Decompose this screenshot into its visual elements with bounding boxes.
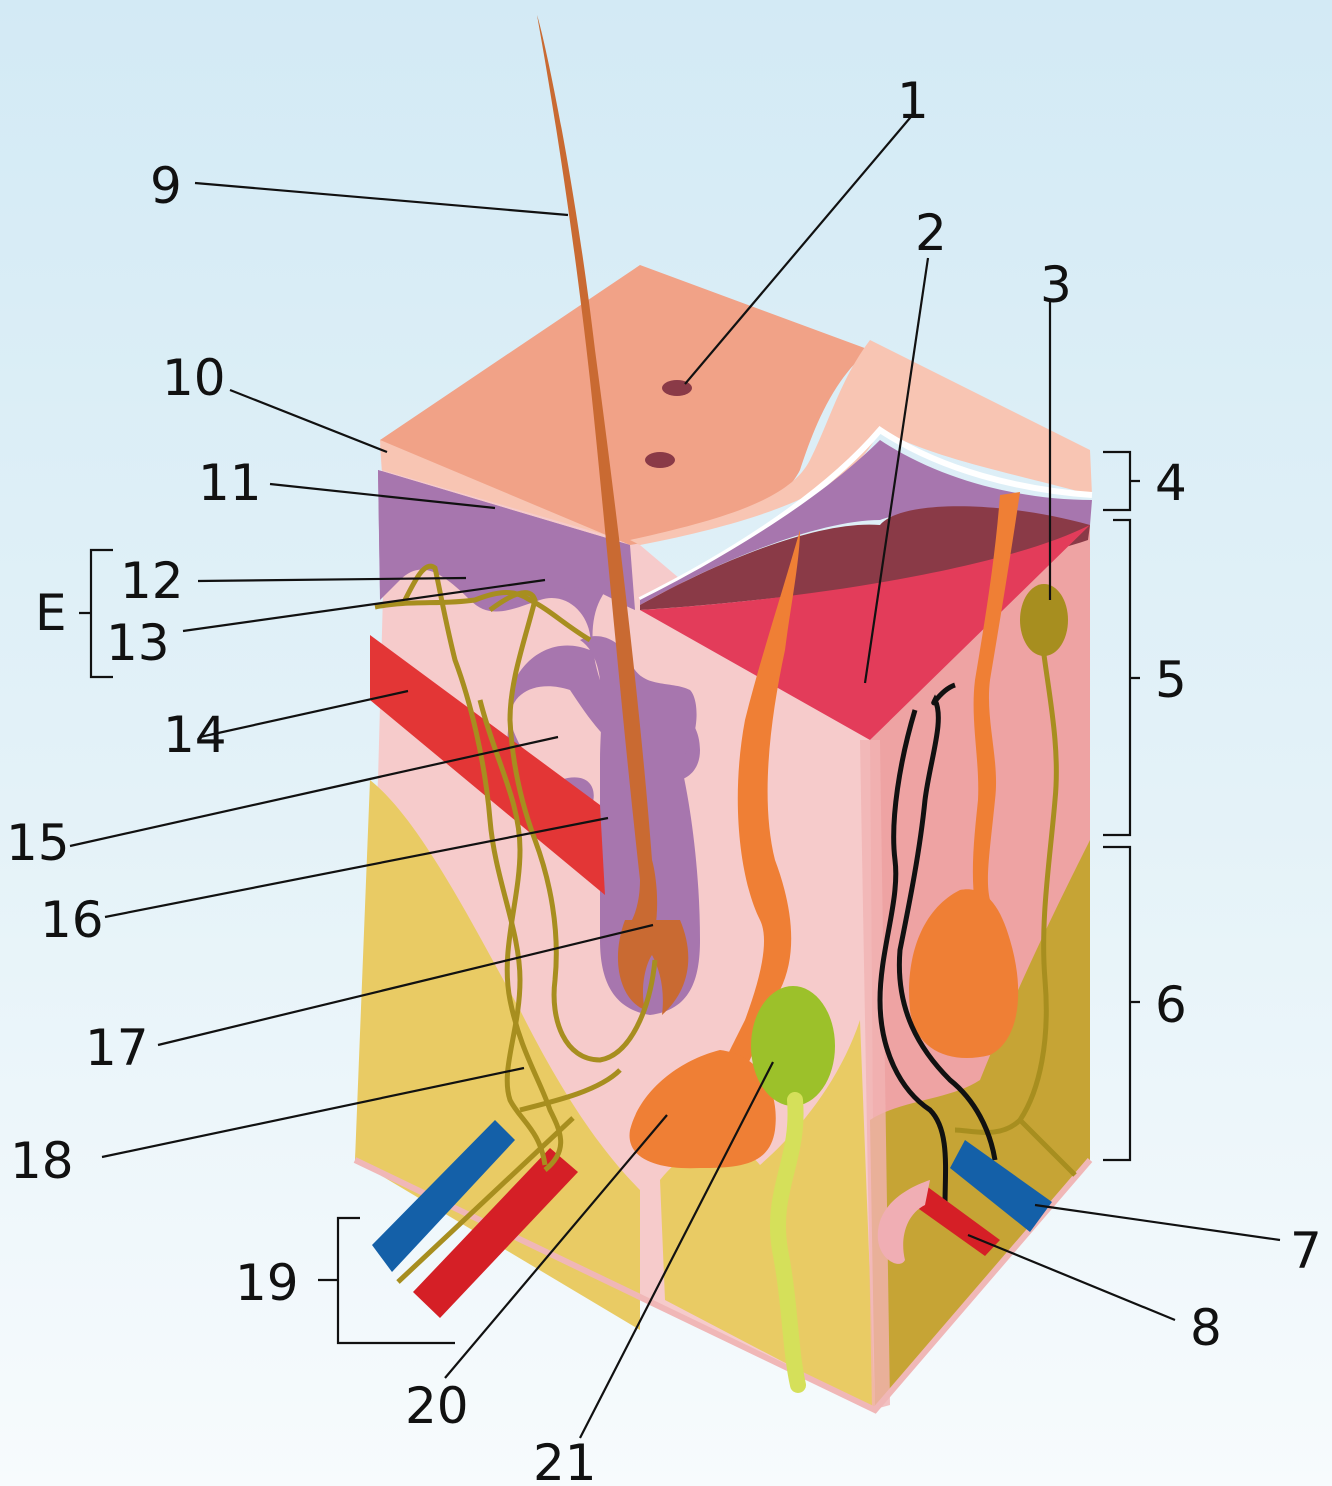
sebaceous-gland <box>751 986 835 1106</box>
label-14: 14 <box>163 706 227 764</box>
label-8: 8 <box>1190 1299 1222 1357</box>
label-2: 2 <box>915 204 947 262</box>
pore-lower <box>645 452 675 468</box>
pacinian-corpuscle <box>1020 584 1068 656</box>
label-4: 4 <box>1155 454 1187 512</box>
label-E: E <box>35 584 67 642</box>
label-17: 17 <box>85 1019 149 1077</box>
label-18: 18 <box>10 1132 74 1190</box>
label-21: 21 <box>533 1434 597 1486</box>
label-3: 3 <box>1040 256 1072 314</box>
label-16: 16 <box>40 891 104 949</box>
label-6: 6 <box>1155 976 1187 1034</box>
label-19: 19 <box>235 1254 299 1312</box>
label-15: 15 <box>6 814 70 872</box>
label-11: 11 <box>198 454 262 512</box>
label-13: 13 <box>106 614 170 672</box>
label-20: 20 <box>405 1377 469 1435</box>
label-9: 9 <box>150 157 182 215</box>
label-10: 10 <box>162 349 226 407</box>
label-12: 12 <box>120 552 184 610</box>
label-7: 7 <box>1290 1222 1322 1280</box>
label-1: 1 <box>897 72 929 130</box>
label-5: 5 <box>1155 651 1187 709</box>
